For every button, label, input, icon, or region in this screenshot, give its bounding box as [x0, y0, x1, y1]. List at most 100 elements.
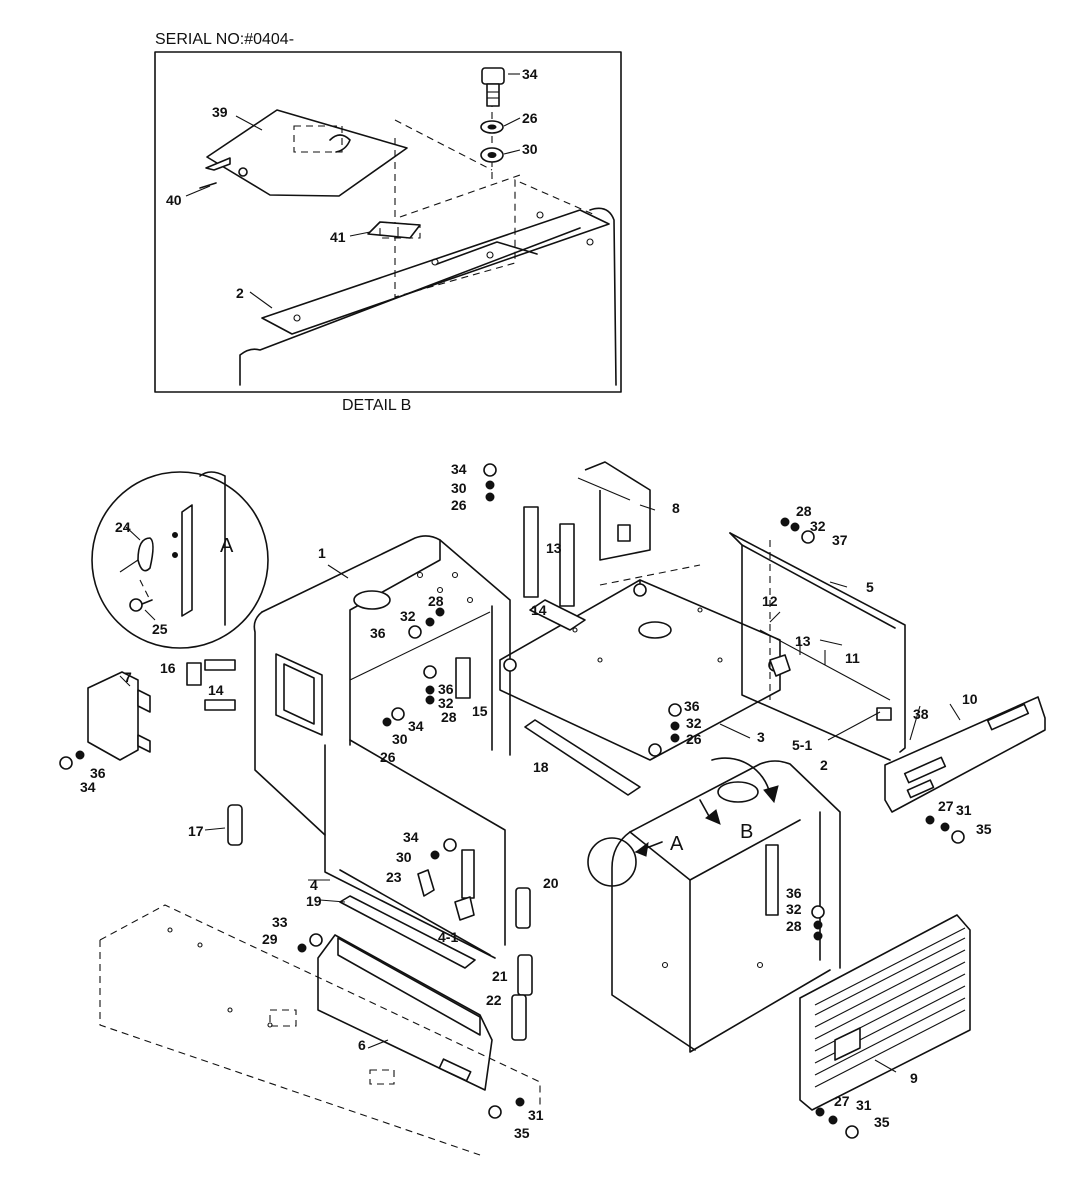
part-19-rail: [339, 895, 476, 969]
label-28-c: 28: [441, 709, 457, 725]
part-7-bracket: [87, 671, 151, 761]
label-36-b: 36: [438, 681, 454, 697]
label-36-c: 36: [684, 698, 700, 714]
label-28-d: 28: [786, 918, 802, 934]
detail-lock-washer-26: [480, 120, 504, 134]
label-26-a: 26: [451, 497, 467, 513]
detail-a-letter: A: [220, 535, 234, 557]
rotation-arrow: [711, 757, 771, 795]
detail-label-30: 30: [522, 141, 538, 157]
detail-frame-2: [239, 174, 617, 386]
label-13-b: 13: [795, 633, 811, 649]
fasteners: [59, 463, 965, 1139]
label-34-a: 34: [451, 461, 467, 477]
part-8-top-bracket: [577, 461, 651, 561]
label-6: 6: [358, 1037, 366, 1053]
pointer-letter-a: A: [670, 833, 684, 855]
part-15-bracket: [455, 657, 471, 699]
label-36-e: 36: [786, 885, 802, 901]
base-outline: [99, 904, 541, 1156]
label-10: 10: [962, 691, 978, 707]
label-20: 20: [543, 875, 559, 891]
label-5-1: 5-1: [792, 737, 812, 753]
label-29: 29: [262, 931, 278, 947]
label-27-a: 27: [938, 798, 954, 814]
label-23: 23: [386, 869, 402, 885]
label-31-c: 31: [856, 1097, 872, 1113]
part-10-side-panel: [884, 696, 1046, 813]
detail-washer-30: [480, 147, 504, 163]
label-12: 12: [762, 593, 778, 609]
label-4-1: 4-1: [438, 929, 458, 945]
label-35-c: 35: [874, 1114, 890, 1130]
part-labels: 1 2 3 4 4-1 5 5-1 6 7 8 9 10 11 12 13 13…: [80, 461, 992, 1141]
part-16-pad: [186, 662, 202, 686]
detail-label-40: 40: [166, 192, 182, 208]
label-32-d: 32: [686, 715, 702, 731]
label-14-b: 14: [208, 682, 224, 698]
callout-circle-a: [587, 837, 637, 887]
detail-bracket-41: [367, 221, 421, 239]
label-37: 37: [832, 532, 848, 548]
label-30-c: 30: [396, 849, 412, 865]
label-38: 38: [913, 706, 929, 722]
label-30-a: 30: [451, 480, 467, 496]
part-5-rear-panel: [729, 532, 906, 761]
part-23-latch: [417, 869, 435, 897]
label-3: 3: [757, 729, 765, 745]
label-21: 21: [492, 968, 508, 984]
label-35-a: 35: [976, 821, 992, 837]
part-14-pad-a: [204, 659, 236, 671]
label-25: 25: [152, 621, 168, 637]
label-32-a: 32: [810, 518, 826, 534]
label-32-c: 32: [438, 695, 454, 711]
part-18-rail: [524, 719, 641, 796]
label-26-c: 26: [686, 731, 702, 747]
detail-cover-plate-39: [199, 109, 408, 197]
part-17-post: [227, 804, 243, 846]
label-24: 24: [115, 519, 131, 535]
label-31-b: 31: [528, 1107, 544, 1123]
label-19: 19: [306, 893, 322, 909]
label-36-d: 36: [90, 765, 106, 781]
label-17: 17: [188, 823, 204, 839]
label-22: 22: [486, 992, 502, 1008]
label-4: 4: [310, 877, 318, 893]
label-31-a: 31: [956, 802, 972, 818]
label-34-c: 34: [403, 829, 419, 845]
serial-number: SERIAL NO:#0404-: [155, 31, 294, 48]
label-1: 1: [318, 545, 326, 561]
detail-b-panel: 34 26 30 39 40 41 2 DETAIL B: [154, 51, 622, 414]
detail-label-39: 39: [212, 104, 228, 120]
leader-lines: [119, 504, 961, 1073]
part-1-left-enclosure: [253, 535, 511, 836]
label-9: 9: [910, 1070, 918, 1086]
label-15: 15: [472, 703, 488, 719]
label-5: 5: [866, 579, 874, 595]
part-6-lower-panel: [317, 934, 493, 1091]
label-32-e: 32: [786, 901, 802, 917]
detail-label-26: 26: [522, 110, 538, 126]
label-33: 33: [272, 914, 288, 930]
rails: [186, 506, 791, 1041]
detail-b-frame: [154, 51, 622, 393]
label-14-a: 14: [531, 602, 547, 618]
label-35-b: 35: [514, 1125, 530, 1141]
label-27-b: 27: [834, 1093, 850, 1109]
detail-label-41: 41: [330, 229, 346, 245]
label-32-b: 32: [400, 608, 416, 624]
detail-bolt-34: [481, 67, 505, 107]
label-16: 16: [160, 660, 176, 676]
part-4-front-panel: [324, 739, 506, 959]
label-18: 18: [533, 759, 549, 775]
label-13-a: 13: [546, 540, 562, 556]
label-11: 11: [845, 650, 860, 666]
detail-label-34: 34: [522, 66, 538, 82]
label-8: 8: [672, 500, 680, 516]
part-22-hinge: [511, 994, 527, 1041]
label-2: 2: [820, 757, 828, 773]
label-34-b: 34: [408, 718, 424, 734]
part-13-bar-right: [559, 523, 575, 607]
